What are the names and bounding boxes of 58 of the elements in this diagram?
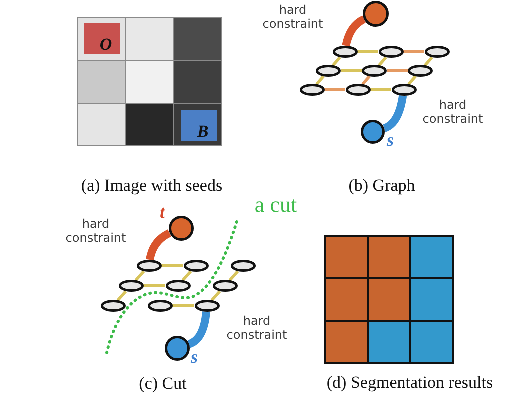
graph-node xyxy=(346,84,370,96)
constraint-label: hard constraint xyxy=(66,217,126,245)
graph-edge xyxy=(134,270,146,282)
graph-node xyxy=(136,260,162,272)
graph-node xyxy=(212,280,238,292)
graph-edge xyxy=(162,264,184,268)
terminal-link xyxy=(146,230,172,261)
graph-edge xyxy=(424,56,434,66)
panel-caption: (a) Image with seeds xyxy=(81,176,223,195)
graph-edge xyxy=(408,76,417,86)
cut-label: a cut xyxy=(254,193,298,217)
graph-node xyxy=(100,300,126,312)
graph-edge xyxy=(404,50,424,54)
graph-node xyxy=(194,300,220,312)
terminal-label: s xyxy=(387,131,394,149)
constraint-label: hard constraint xyxy=(226,314,288,342)
terminal-node xyxy=(361,120,385,144)
panel-caption: (c) Cut xyxy=(139,374,187,393)
graph-edge xyxy=(144,284,166,288)
graph-node xyxy=(378,46,404,58)
constraint-label: hard constraint xyxy=(422,98,484,126)
terminal-label: t xyxy=(160,203,166,221)
graph-edge xyxy=(362,76,371,86)
graph-edge xyxy=(341,70,362,72)
graph-node xyxy=(300,84,324,96)
graph-node xyxy=(408,65,433,77)
graph-edge xyxy=(172,304,194,308)
graph-node xyxy=(148,300,172,312)
terminal-node xyxy=(363,1,389,27)
graph-node xyxy=(332,46,358,58)
graph-node xyxy=(118,280,144,292)
seed-marker: O xyxy=(84,23,120,54)
terminal-node xyxy=(164,336,190,360)
terminal-node xyxy=(168,216,194,240)
graph-edge xyxy=(316,76,325,86)
graph-edge xyxy=(358,50,378,54)
graph-edge xyxy=(370,88,392,92)
graph-edge xyxy=(332,56,342,66)
graph-edge xyxy=(182,270,192,282)
terminal-label: s xyxy=(191,348,198,366)
graph-node xyxy=(424,46,450,58)
panel-caption: (b) Graph xyxy=(348,176,416,195)
graph-edge xyxy=(116,290,128,302)
graph-edge xyxy=(210,290,222,302)
panel-caption: (d) Segmentation results xyxy=(326,373,494,392)
graph-edge xyxy=(387,70,408,72)
graph-node xyxy=(166,280,190,292)
graph-node xyxy=(392,84,416,96)
graph-node xyxy=(184,260,208,272)
constraint-label: hard constraint xyxy=(262,3,324,31)
graph-node xyxy=(362,65,387,77)
seed-marker: B xyxy=(181,110,217,141)
graph-node xyxy=(230,260,256,272)
graph-edge xyxy=(228,270,240,282)
graph-node xyxy=(316,65,341,77)
terminal-link xyxy=(188,312,210,348)
graph-edge xyxy=(378,56,388,66)
graph-edge xyxy=(324,88,346,92)
